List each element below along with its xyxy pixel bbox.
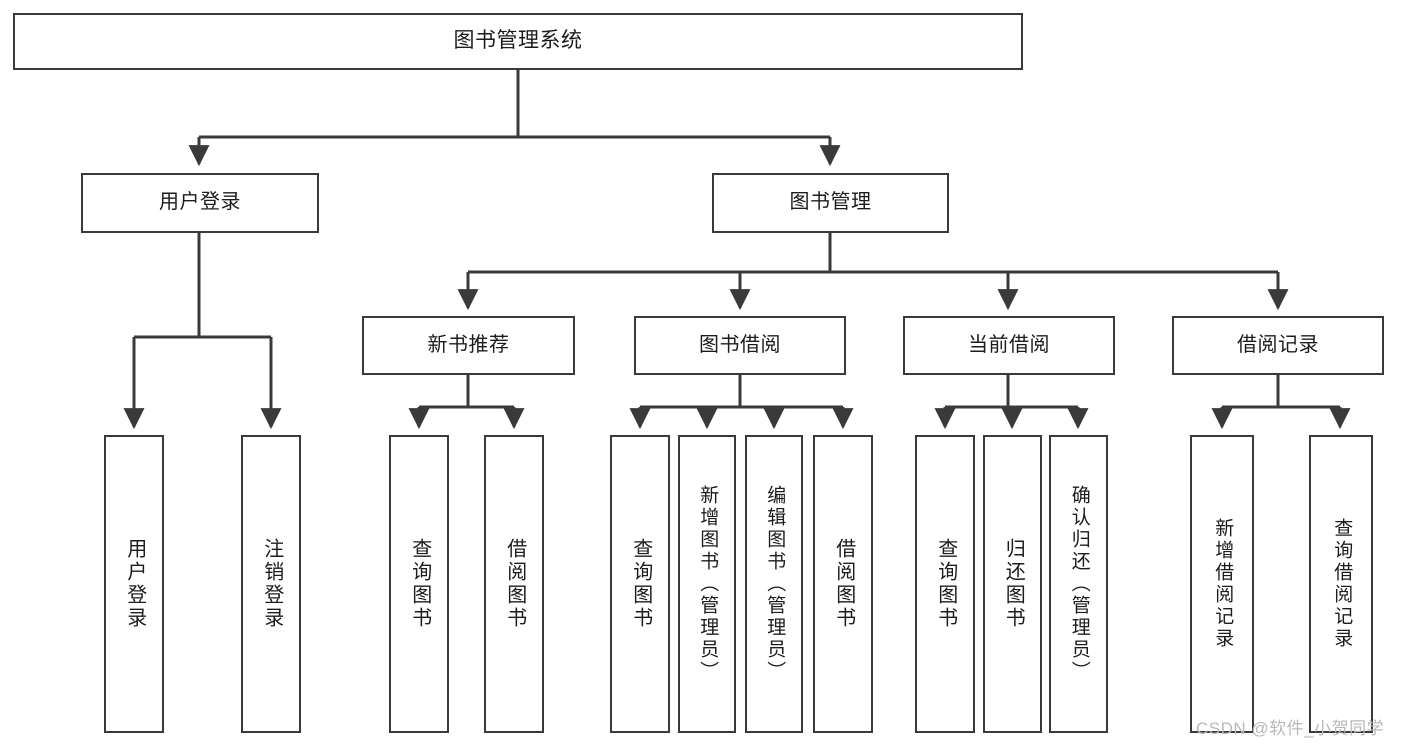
node-root[interactable]: 图书管理系统 [13,13,1023,70]
node-current-borrow-label: 当前借阅 [968,333,1050,356]
node-leaf-query-record[interactable]: 查询借阅记录 [1309,435,1373,733]
node-user-login[interactable]: 用户登录 [81,173,319,233]
node-root-label: 图书管理系统 [453,29,583,53]
node-leaf-query-book-2-label: 查询图书 [629,538,652,630]
node-leaf-borrow-book-1-label: 借阅图书 [503,538,526,630]
node-leaf-confirm-return-label: 确认归还（管理员） [1068,485,1090,683]
node-leaf-add-book[interactable]: 新增图书（管理员） [678,435,736,733]
node-leaf-query-book-1[interactable]: 查询图书 [389,435,449,733]
node-leaf-add-record[interactable]: 新增借阅记录 [1190,435,1254,733]
node-leaf-query-book-1-label: 查询图书 [408,538,431,630]
node-user-login-label: 用户登录 [159,191,241,214]
node-new-book-recommend-label: 新书推荐 [427,333,510,356]
node-new-book-recommend[interactable]: 新书推荐 [362,316,575,375]
node-book-manage[interactable]: 图书管理 [712,173,949,233]
node-borrow-record-label: 借阅记录 [1237,333,1319,356]
node-leaf-borrow-book-2[interactable]: 借阅图书 [813,435,873,733]
node-leaf-logout[interactable]: 注销登录 [241,435,301,733]
node-current-borrow[interactable]: 当前借阅 [903,316,1115,375]
node-leaf-edit-book-label: 编辑图书（管理员） [764,485,786,683]
node-borrow-record[interactable]: 借阅记录 [1172,316,1384,375]
node-book-manage-label: 图书管理 [789,191,872,214]
node-leaf-borrow-book-1[interactable]: 借阅图书 [484,435,544,733]
node-leaf-borrow-book-2-label: 借阅图书 [832,538,855,630]
node-leaf-query-record-label: 查询借阅记录 [1331,518,1353,650]
watermark-text: CSDN @软件_小贺同学 [1196,719,1385,738]
node-book-borrow[interactable]: 图书借阅 [634,316,846,375]
node-leaf-query-book-3[interactable]: 查询图书 [915,435,975,733]
node-leaf-add-record-label: 新增借阅记录 [1212,518,1234,650]
node-leaf-return-book[interactable]: 归还图书 [983,435,1042,733]
node-book-borrow-label: 图书借阅 [699,333,781,356]
node-leaf-add-book-label: 新增图书（管理员） [697,485,719,683]
node-leaf-logout-label: 注销登录 [260,538,283,630]
node-leaf-confirm-return[interactable]: 确认归还（管理员） [1049,435,1108,733]
node-leaf-query-book-3-label: 查询图书 [934,538,957,630]
node-leaf-edit-book[interactable]: 编辑图书（管理员） [745,435,803,733]
node-leaf-return-book-label: 归还图书 [1002,538,1025,630]
node-leaf-user-login[interactable]: 用户登录 [104,435,164,733]
node-leaf-user-login-label: 用户登录 [123,538,146,630]
node-leaf-query-book-2[interactable]: 查询图书 [610,435,670,733]
